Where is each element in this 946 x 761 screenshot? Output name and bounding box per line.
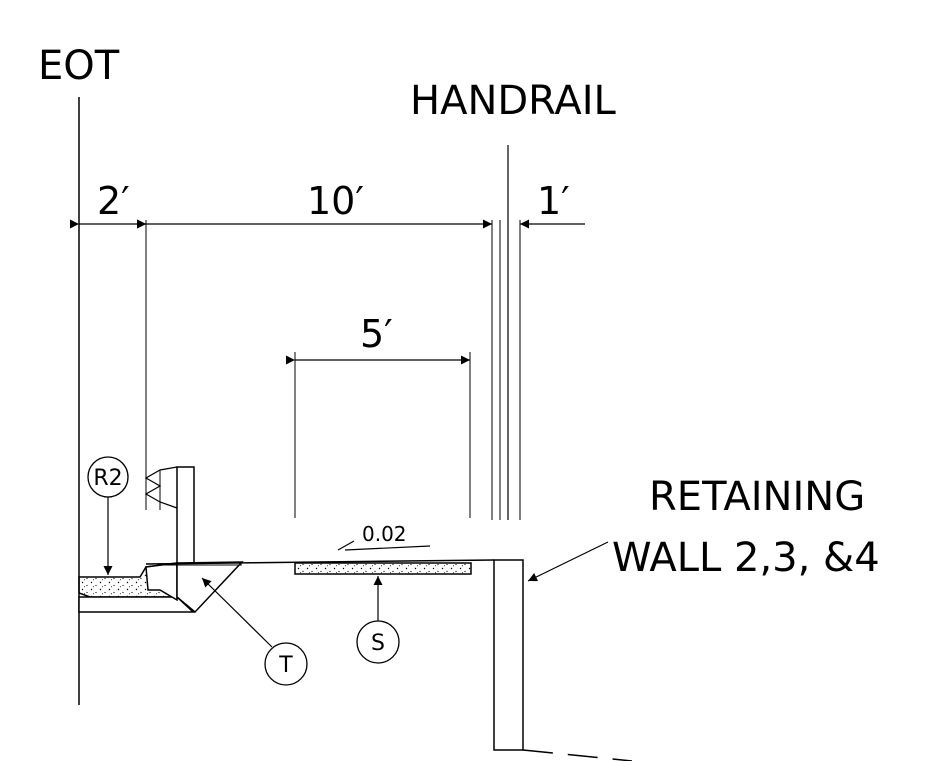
retaining-wall-label-line1: RETAINING <box>649 474 865 520</box>
slope-label: 0.02 <box>362 522 407 546</box>
dim-label-1ft: 1′ <box>537 179 570 223</box>
retaining-wall-leader <box>527 541 609 582</box>
callout-t-leader <box>201 577 273 648</box>
callout-t-circle <box>264 642 308 686</box>
retaining-wall <box>493 559 524 751</box>
handrail-label: HANDRAIL <box>410 78 616 124</box>
dim-label-2ft: 2′ <box>97 179 130 223</box>
curb-top-detail <box>144 466 178 509</box>
callout-t-label: T <box>278 653 293 678</box>
curb-upright <box>176 466 195 568</box>
retaining-wall-dashed-extension <box>522 749 633 761</box>
thickened-edge <box>176 561 244 614</box>
curb-base <box>78 596 195 613</box>
dim-label-10ft: 10′ <box>307 179 364 223</box>
callout-r2-label: R2 <box>93 466 122 491</box>
slope-line <box>344 545 431 551</box>
slope-line-tick <box>337 540 355 551</box>
retaining-wall-label-line2: WALL 2,3, &4 <box>612 535 880 581</box>
eot-label: EOT <box>38 43 120 89</box>
deck-surface <box>145 559 495 565</box>
dim-label-5ft: 5′ <box>360 312 393 356</box>
slab-s <box>294 562 472 575</box>
callout-s-label: S <box>371 631 385 656</box>
